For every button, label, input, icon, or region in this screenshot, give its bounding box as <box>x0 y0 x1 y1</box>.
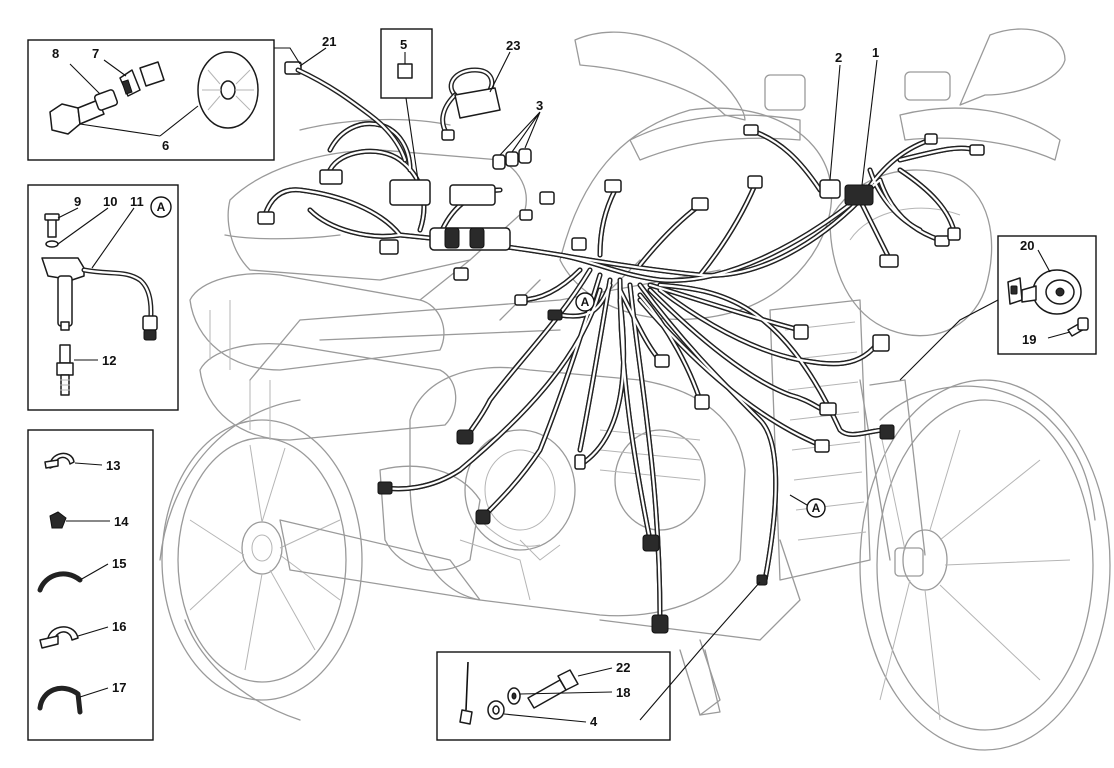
exhaust-lower <box>199 343 457 441</box>
label-17: 17 <box>112 680 126 695</box>
label-1: 1 <box>872 45 879 60</box>
svg-text:A: A <box>157 200 166 214</box>
handlebar-left <box>629 114 801 161</box>
mirror-left <box>574 31 746 121</box>
label-3: 3 <box>536 98 543 113</box>
label-20: 20 <box>1020 238 1034 253</box>
side-stand <box>679 649 721 716</box>
rear-fender <box>159 399 301 721</box>
label-9: 9 <box>74 194 81 209</box>
fuse-box-cluster <box>319 169 555 255</box>
motorcycle-outline <box>159 28 1111 751</box>
label-4: 4 <box>590 714 598 729</box>
detail-marker-a-engine: A <box>789 494 826 518</box>
mirror-right <box>959 28 1066 106</box>
label-22: 22 <box>616 660 630 675</box>
harness-connectors <box>257 124 985 634</box>
part-6-disc <box>197 51 259 129</box>
part-5-box: 5 <box>380 28 433 181</box>
label-5: 5 <box>400 37 407 52</box>
detail-box-sensor: 8 7 6 <box>27 39 301 161</box>
label-18: 18 <box>616 685 630 700</box>
label-7: 7 <box>92 46 99 61</box>
detail-marker-a-box: A <box>150 196 172 218</box>
label-11: 11 <box>130 194 144 209</box>
svg-text:A: A <box>812 501 821 515</box>
swingarm <box>279 519 481 601</box>
rear-wheel <box>161 419 363 701</box>
detail-box-ground: 22 18 4 <box>436 581 761 741</box>
svg-text:A: A <box>581 295 590 309</box>
label-2: 2 <box>835 50 842 65</box>
part-1-relay-label: 1 <box>861 45 879 186</box>
label-12: 12 <box>102 353 116 368</box>
label-15: 15 <box>112 556 126 571</box>
detail-box-clips: 13 14 15 16 17 <box>27 429 154 741</box>
handlebar-right <box>899 107 1061 161</box>
part-2-connector-label: 2 <box>829 50 842 181</box>
detail-box-horn: 20 19 <box>899 235 1097 381</box>
label-16: 16 <box>112 619 126 634</box>
part-23-module: 23 <box>440 38 520 141</box>
detail-marker-a-tank: A <box>575 292 595 312</box>
label-21: 21 <box>322 34 336 49</box>
label-8: 8 <box>52 46 59 61</box>
exhaust-upper <box>189 273 445 371</box>
front-wheel <box>859 379 1111 751</box>
label-14: 14 <box>114 514 129 529</box>
label-10: 10 <box>103 194 117 209</box>
label-13: 13 <box>106 458 120 473</box>
label-23: 23 <box>506 38 520 53</box>
tail-section <box>227 149 527 281</box>
detail-box-ignition: A 9 10 11 12 <box>27 184 179 411</box>
label-6: 6 <box>162 138 169 153</box>
label-19: 19 <box>1022 332 1036 347</box>
front-fork <box>859 379 926 561</box>
engine-block <box>409 366 746 617</box>
part-21-connector: 21 <box>284 34 336 75</box>
part-3-connectors: 3 <box>492 98 543 170</box>
wiring-harness: A A <box>257 124 985 634</box>
front-fender <box>879 385 1096 521</box>
